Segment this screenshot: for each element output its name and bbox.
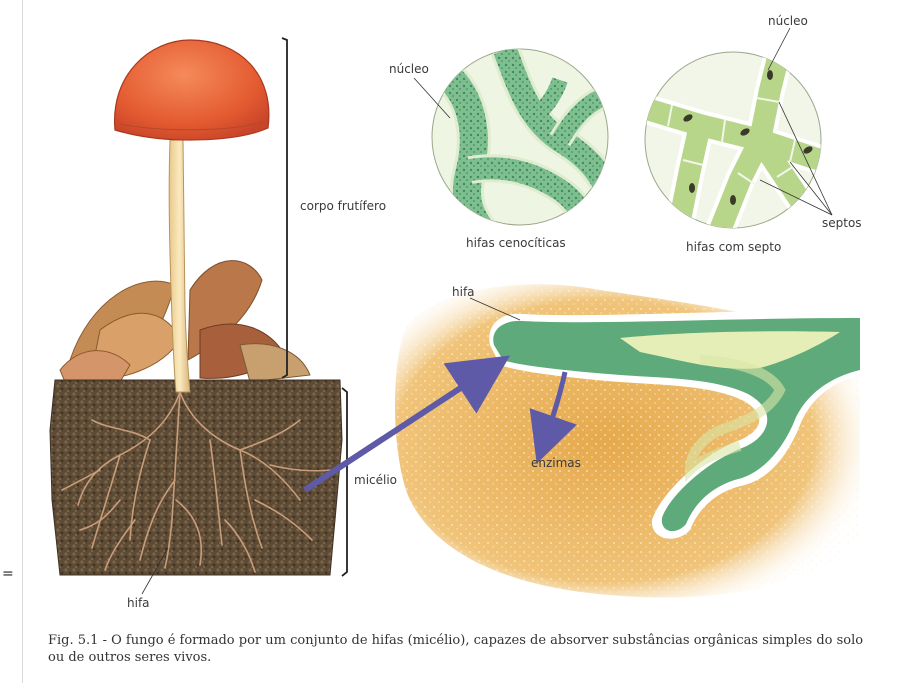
bracket-corpo-frutifero bbox=[282, 38, 287, 378]
mushroom-cap bbox=[115, 40, 269, 140]
label-hifa-top: hifa bbox=[452, 285, 475, 299]
label-nucleo-right: núcleo bbox=[768, 14, 808, 28]
leader-nucleo-right bbox=[768, 28, 790, 70]
label-micelio: micélio bbox=[354, 473, 397, 487]
hifas-com-septo-circle bbox=[645, 50, 830, 230]
mushroom-stem bbox=[169, 140, 190, 392]
label-corpo-frutifero: corpo frutífero bbox=[300, 199, 386, 213]
label-hifa-bottom: hifa bbox=[127, 596, 150, 610]
label-hifas-com-septo: hifas com septo bbox=[686, 240, 781, 254]
label-nucleo-left: núcleo bbox=[389, 62, 429, 76]
label-hifas-cenociticas: hifas cenocíticas bbox=[466, 236, 566, 250]
soil-block bbox=[50, 380, 342, 575]
figure-caption: Fig. 5.1 - O fungo é formado por um conj… bbox=[48, 632, 878, 666]
label-septos: septos bbox=[822, 216, 862, 230]
label-enzimas: enzimas bbox=[531, 456, 581, 470]
hifas-cenociticas-circle bbox=[432, 49, 612, 240]
bracket-micelio bbox=[342, 388, 347, 576]
